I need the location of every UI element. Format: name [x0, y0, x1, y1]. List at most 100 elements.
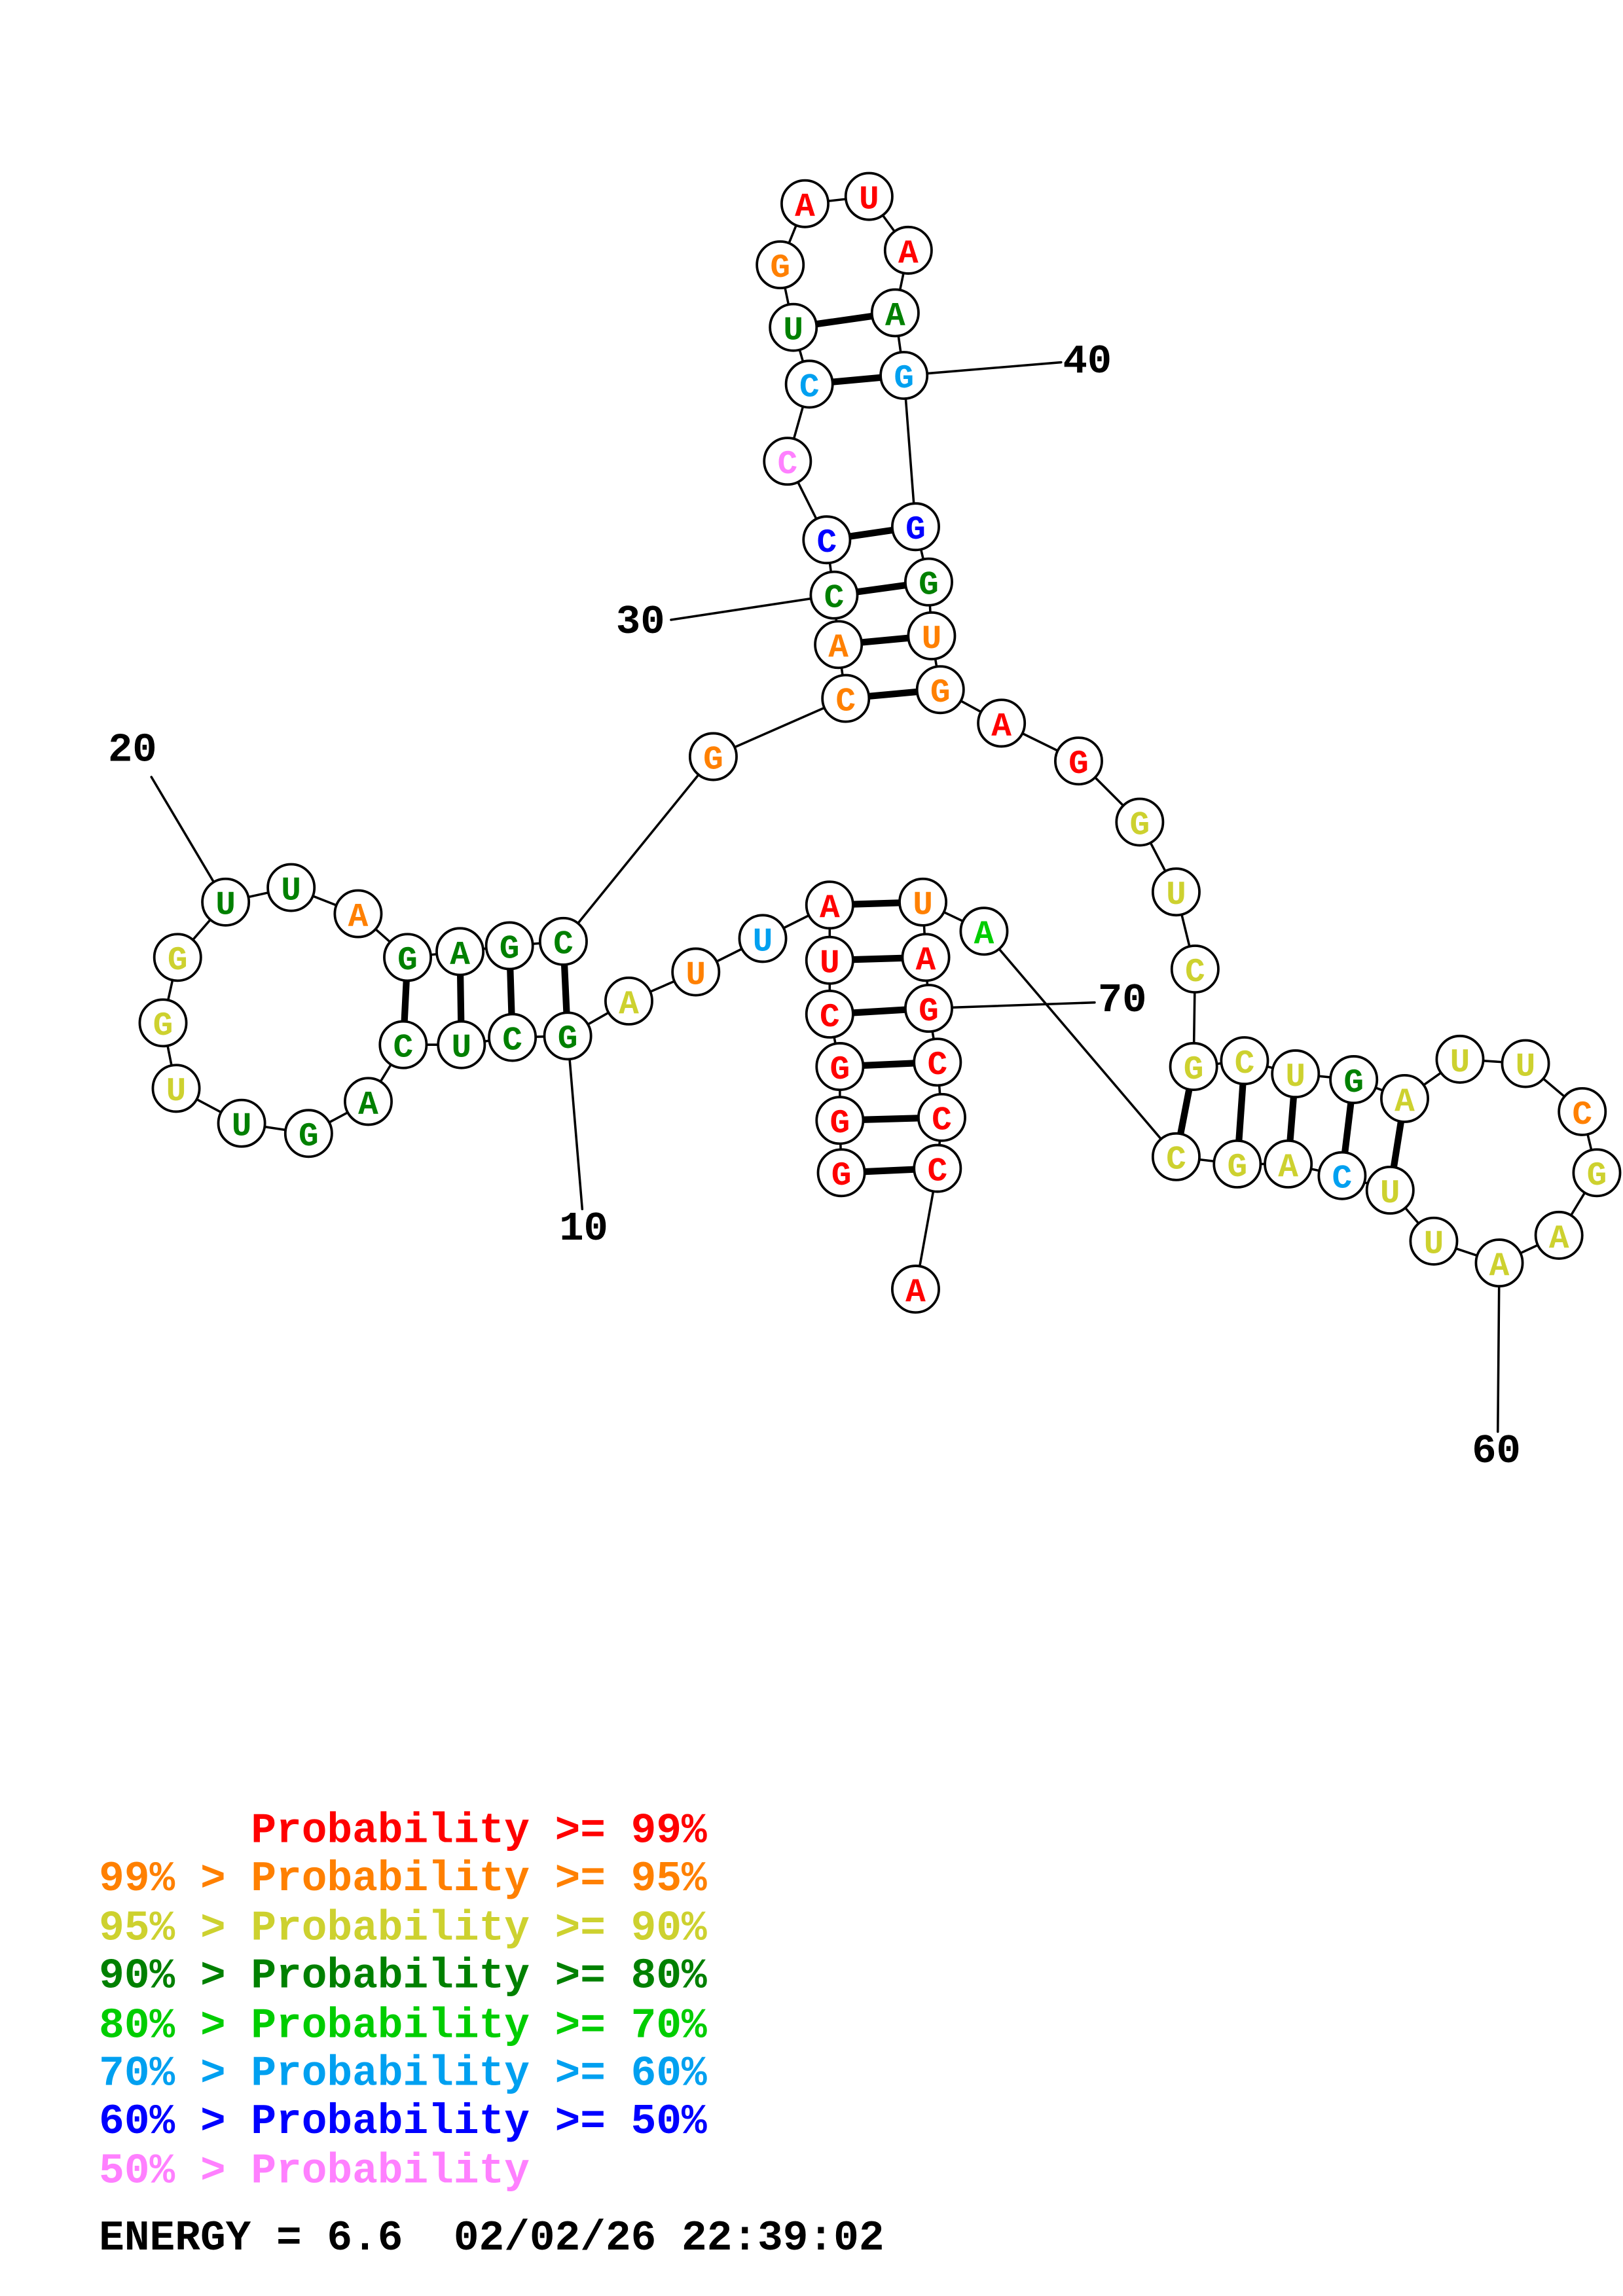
nucleotide-55: U: [1435, 1034, 1485, 1084]
nucleotide-3: G: [815, 1042, 865, 1091]
nucleotide-circle-43: [907, 611, 957, 660]
nucleotide-letter-50-G: G: [1184, 1051, 1204, 1089]
nucleotide-circle-61: [1409, 1216, 1459, 1266]
nucleotide-circle-18: [138, 998, 188, 1048]
nucleotide-48: U: [1151, 867, 1201, 917]
nucleotide-circle-9: [604, 977, 653, 1026]
nucleotide-letter-30-C: C: [824, 580, 845, 618]
energy-text: ENERGY = 6.6 02/02/26 22:39:02: [99, 2215, 884, 2263]
nucleotide-letter-26-C: C: [553, 926, 574, 964]
nucleotide-letter-22-A: A: [348, 898, 369, 936]
nucleotide-circle-50: [1169, 1042, 1218, 1091]
nucleotide-letter-61-U: U: [1424, 1226, 1444, 1264]
nucleotide-letter-41-G: G: [905, 511, 926, 549]
nucleotide-54: A: [1380, 1073, 1429, 1123]
nucleotide-73: C: [913, 1143, 962, 1193]
nucleotide-circle-71: [913, 1037, 962, 1087]
nucleotide-circle-8: [671, 947, 721, 997]
nucleotide-44: G: [915, 665, 965, 715]
nucleotide-5: U: [805, 935, 854, 985]
nucleotide-circle-4: [805, 990, 854, 1039]
nucleotide-letter-13-C: C: [393, 1030, 414, 1067]
nucleotide-letter-10-G: G: [558, 1020, 578, 1058]
position-label-70: 70: [1098, 977, 1147, 1024]
nucleotide-41: G: [891, 502, 940, 552]
nucleotide-circle-19: [153, 933, 202, 982]
nucleotide-letter-8-U: U: [685, 956, 706, 994]
nucleotide-4: C: [805, 990, 854, 1039]
nucleotide-circle-31: [802, 515, 852, 565]
nucleotide-50: G: [1169, 1042, 1218, 1091]
nucleotide-2: G: [815, 1096, 865, 1145]
nucleotide-40: G: [879, 351, 929, 401]
nucleotide-circle-32: [763, 437, 812, 486]
legend-entry-prob-lt-50: 50% > Probability: [99, 2148, 530, 2196]
nucleotide-69: A: [901, 933, 951, 982]
nucleotide-letter-18-G: G: [153, 1007, 173, 1045]
nucleotide-circle-21: [266, 863, 316, 912]
nucleotide-letter-31-C: C: [817, 524, 837, 562]
backbone-segment-40-41: [902, 374, 917, 528]
nucleotide-62: U: [1365, 1166, 1415, 1215]
nucleotide-circle-68: [898, 877, 948, 927]
nucleotide-letter-15-G: G: [299, 1118, 319, 1156]
nucleotide-circle-29: [814, 620, 864, 670]
legend-entry-prob-70-80: 80% > Probability >= 70%: [99, 2002, 707, 2050]
nucleotide-circle-41: [891, 502, 940, 552]
nucleotide-74: A: [891, 1265, 940, 1314]
nucleotide-circle-40: [879, 351, 929, 401]
nucleotide-circle-62: [1365, 1166, 1415, 1215]
nucleotide-60: A: [1474, 1238, 1524, 1288]
nucleotide-letter-68-U: U: [913, 887, 933, 925]
nucleotide-circle-3: [815, 1042, 865, 1091]
nucleotide-circle-5: [805, 935, 854, 985]
probability-legend: Probability >= 99% 99% > Probability >= …: [99, 1807, 884, 2262]
nucleotide-circle-48: [1151, 867, 1201, 917]
nucleotide-39: A: [870, 288, 920, 338]
nucleotide-circle-22: [333, 889, 383, 939]
nucleotide-68: U: [898, 877, 948, 927]
nucleotide-letter-43-U: U: [922, 620, 942, 658]
nucleotide-46: G: [1054, 736, 1103, 786]
nucleotide-letter-46-G: G: [1068, 745, 1089, 783]
nucleotide-letter-14-A: A: [358, 1086, 378, 1124]
nucleotide-letter-51-C: C: [1235, 1045, 1255, 1083]
nucleotide-circle-27: [688, 732, 738, 781]
nucleotide-letter-16-U: U: [232, 1108, 252, 1146]
position-label-40: 40: [1063, 338, 1112, 385]
nucleotide-circle-66: [1151, 1132, 1201, 1181]
nucleotide-circle-65: [1213, 1139, 1262, 1189]
nucleotide-53: G: [1329, 1055, 1379, 1104]
nucleotide-7: U: [738, 914, 788, 963]
nucleotide-34: U: [769, 302, 818, 352]
nucleotide-circle-13: [378, 1020, 428, 1069]
nucleotide-circle-36: [780, 179, 830, 228]
nucleotide-circle-44: [915, 665, 965, 715]
legend-entry-prob-90-95: 95% > Probability >= 90%: [99, 1905, 707, 1952]
nucleotide-letter-3-G: G: [830, 1051, 850, 1089]
nucleotide-circle-33: [784, 359, 834, 409]
nucleotide-letter-19-G: G: [168, 942, 188, 980]
nucleotide-letter-1-G: G: [831, 1157, 852, 1195]
nucleotide-circle-45: [977, 698, 1027, 748]
nucleotide-circle-49: [1170, 944, 1220, 994]
nucleotide-circle-11: [488, 1013, 538, 1062]
nucleotide-letter-73-C: C: [927, 1153, 947, 1191]
nucleotide-38: A: [883, 225, 933, 275]
nucleotide-letter-72-C: C: [932, 1102, 952, 1140]
nucleotide-circle-74: [891, 1265, 940, 1314]
nucleotide-letter-35-G: G: [770, 249, 790, 287]
nucleotide-circle-20: [201, 877, 251, 927]
nucleotide-letter-49-C: C: [1185, 954, 1205, 992]
nucleotide-letter-28-C: C: [835, 683, 856, 721]
nucleotide-29: A: [814, 620, 864, 670]
nucleotide-circle-42: [904, 557, 953, 607]
nucleotide-letter-65-G: G: [1227, 1149, 1247, 1187]
nucleotide-18: G: [138, 998, 188, 1048]
nucleotide-letter-63-C: C: [1332, 1160, 1353, 1198]
nucleotide-circle-54: [1380, 1073, 1429, 1123]
nucleotide-25: G: [484, 921, 534, 971]
nucleotide-circle-58: [1572, 1148, 1622, 1198]
nucleotide-65: G: [1213, 1139, 1262, 1189]
